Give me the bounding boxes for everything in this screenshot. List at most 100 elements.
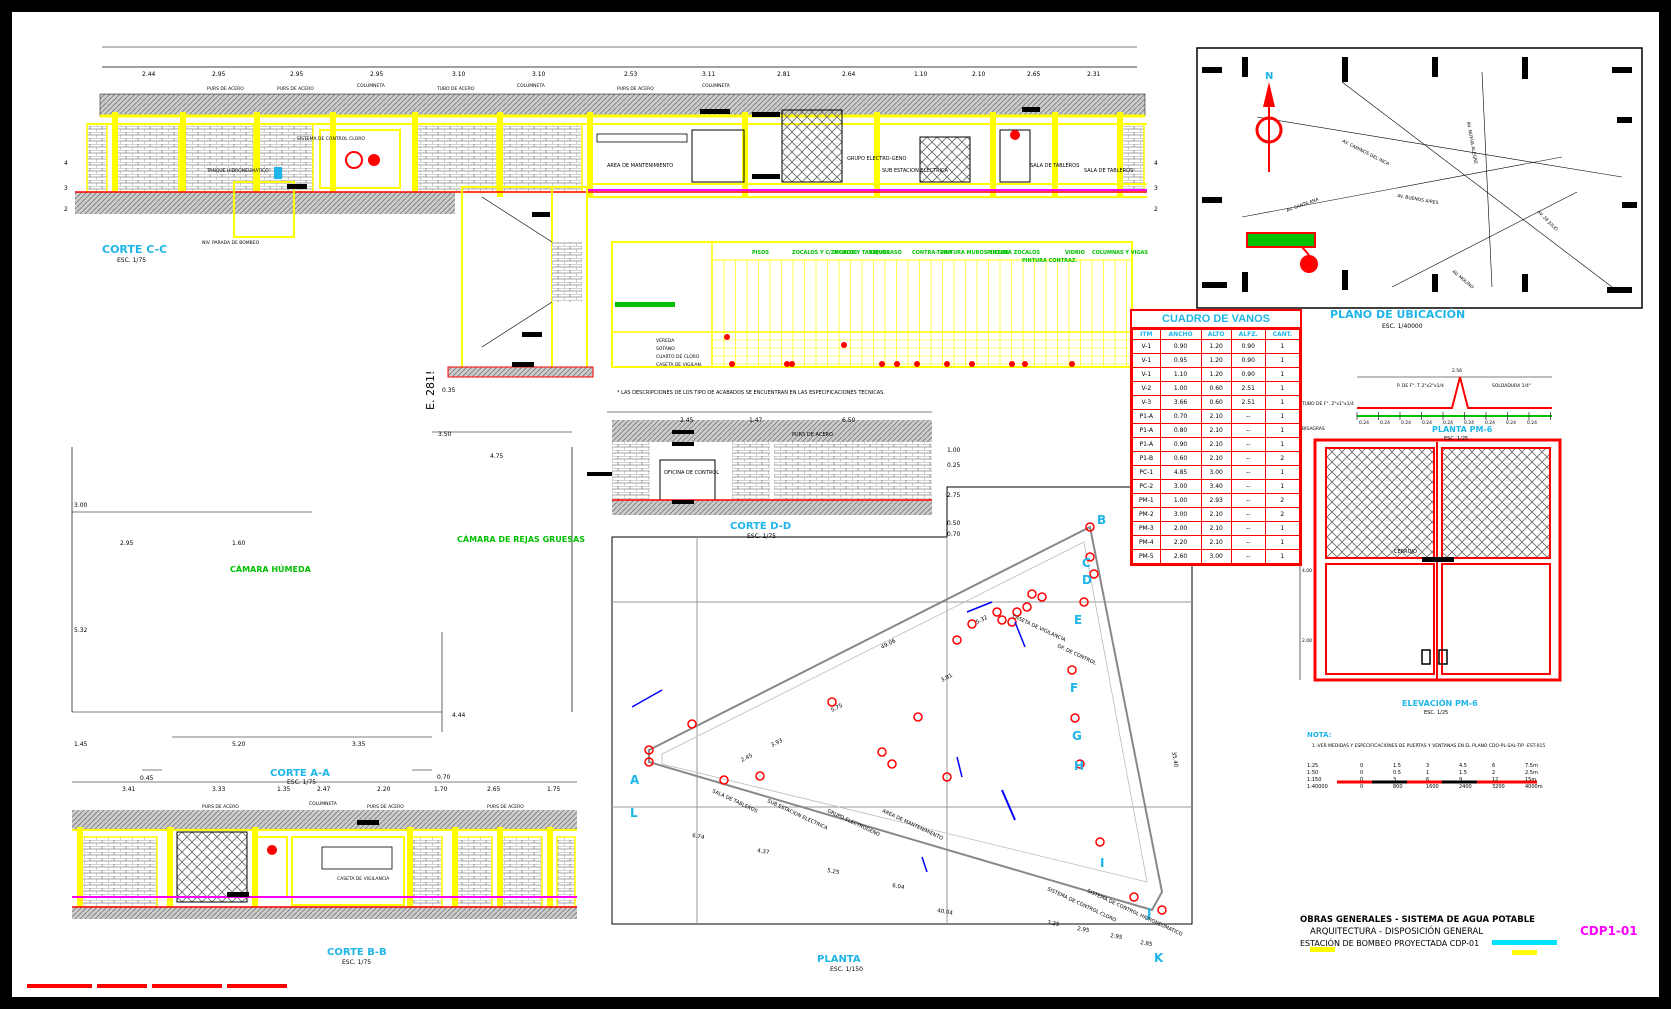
map-block <box>1522 274 1528 292</box>
acabados-rows: VEREDA SOTANO CUARTO DE CLORO CASETA DE … <box>656 338 702 368</box>
vanos-cell: 2.93 <box>1200 493 1232 508</box>
svg-text:0.24: 0.24 <box>1485 420 1495 426</box>
svg-text:PINTURA MUROS CIELOS: PINTURA MUROS CIELOS <box>940 250 1009 256</box>
vanos-cell: -- <box>1230 479 1266 494</box>
scale-cell: 1600 <box>1426 784 1439 790</box>
svg-text:2.95: 2.95 <box>1110 933 1124 941</box>
scale-cell: 1:40000 <box>1307 784 1328 790</box>
svg-text:AV. 28 JULIO: AV. 28 JULIO <box>1536 209 1560 233</box>
finish-dot <box>789 361 795 367</box>
map-block <box>1617 117 1632 123</box>
svg-text:4.44: 4.44 <box>452 712 466 719</box>
vanos-cell: -- <box>1230 423 1266 438</box>
svg-text:SALA DE TABLEROS: SALA DE TABLEROS <box>1030 163 1079 169</box>
vanos-cell: V-3 <box>1132 395 1161 410</box>
corte-dd-note-oficina: OFICINA DE CONTROL <box>664 470 719 476</box>
svg-text:6.74: 6.74 <box>692 833 706 841</box>
svg-text:OF. DE CONTROL: OF. DE CONTROL <box>1056 643 1097 666</box>
scale-cell: 1:25 <box>1307 763 1318 769</box>
vanos-cell: P1-A <box>1132 437 1161 452</box>
scale-cell: 0 <box>1360 784 1363 790</box>
svg-text:P. DE F°. T 2"x2"x1/4: P. DE F°. T 2"x2"x1/4 <box>1397 383 1444 389</box>
survey-point <box>1085 552 1095 562</box>
column <box>412 112 418 197</box>
scale-cell: 6 <box>1426 777 1429 783</box>
finish-dot <box>841 342 847 348</box>
survey-point <box>992 607 1002 617</box>
svg-text:CASETA DE VIGILANCIA: CASETA DE VIGILANCIA <box>337 876 390 882</box>
scale-cell: 9 <box>1459 777 1462 783</box>
vanos-cell: -- <box>1230 549 1266 564</box>
svg-text:F: F <box>1070 681 1078 695</box>
column <box>330 112 336 197</box>
vanos-cell: 3.00 <box>1159 479 1202 494</box>
elevacion-pm6-scale: ESC. 1/25 <box>1424 710 1448 716</box>
svg-text:2.85: 2.85 <box>1140 940 1154 948</box>
vanos-cell: -- <box>1230 409 1266 424</box>
svg-text:GRUPO ELECTRO-GENO: GRUPO ELECTRO-GENO <box>847 156 907 162</box>
level-mark: 4 <box>1154 160 1158 167</box>
svg-text:L: L <box>630 806 638 820</box>
svg-text:2.95: 2.95 <box>1077 926 1091 934</box>
vanos-cell: 1 <box>1264 479 1301 494</box>
svg-text:3.35: 3.35 <box>1047 920 1061 928</box>
vanos-cell: 1.20 <box>1200 367 1232 382</box>
svg-text:4.37: 4.37 <box>757 848 771 856</box>
svg-text:BISAGRAS: BISAGRAS <box>1302 426 1325 432</box>
svg-text:PURS DE ACERO: PURS DE ACERO <box>202 804 239 810</box>
survey-point <box>1089 569 1099 579</box>
level-mark: 3 <box>64 185 68 192</box>
svg-text:SALA DE TABLEROS: SALA DE TABLEROS <box>1084 168 1133 174</box>
svg-text:5.25: 5.25 <box>827 868 841 876</box>
svg-text:COLUMNETA: COLUMNETA <box>309 801 338 807</box>
svg-text:2.00: 2.00 <box>1302 638 1312 644</box>
vanos-cell: 2.51 <box>1230 395 1266 410</box>
map-block <box>1432 57 1438 77</box>
column <box>407 827 413 907</box>
brick-wall <box>1121 123 1145 193</box>
vanos-cell: 3.00 <box>1200 465 1232 480</box>
vanos-cell: 0.60 <box>1200 381 1232 396</box>
corte-dd-note-purs: PURS DE ACERO <box>792 432 833 438</box>
svg-text:1.60: 1.60 <box>232 540 246 547</box>
north-arrow-label: N <box>1265 71 1273 82</box>
finish-dot <box>784 361 790 367</box>
survey-point <box>719 775 729 785</box>
svg-text:0.25: 0.25 <box>947 462 961 469</box>
svg-text:2.20: 2.20 <box>377 786 391 793</box>
survey-point <box>887 759 897 769</box>
survey-point <box>1129 892 1139 902</box>
scale-cell: 3 <box>1393 777 1396 783</box>
vanos-cell: 2.00 <box>1159 521 1202 536</box>
svg-text:2.31: 2.31 <box>1087 71 1101 78</box>
svg-text:AREA DE MANTENIMIENTO: AREA DE MANTENIMIENTO <box>881 808 944 841</box>
svg-text:2.65: 2.65 <box>1027 71 1041 78</box>
svg-text:0.70: 0.70 <box>437 774 451 781</box>
acabados-note: * LAS DESCRIPCIONES DE LOS TIPO DE ACABA… <box>617 390 885 396</box>
scale-cell: 1:150 <box>1307 777 1321 783</box>
vanos-cell: 3.40 <box>1200 479 1232 494</box>
svg-text:0.35: 0.35 <box>442 387 456 394</box>
column <box>874 112 880 197</box>
svg-text:TUBO DE ACERO: TUBO DE ACERO <box>436 86 475 92</box>
svg-text:1.45: 1.45 <box>74 741 88 748</box>
svg-text:GRUPO ELECTROGENO: GRUPO ELECTROGENO <box>826 808 881 838</box>
finish-dot <box>1009 361 1015 367</box>
vanos-cell: 1 <box>1264 381 1301 396</box>
planta-pm6-dims: 0.24 0.24 0.24 0.24 0.24 0.24 0.24 0.24 … <box>1359 420 1537 426</box>
svg-text:5.32: 5.32 <box>74 627 88 634</box>
map-block <box>1242 272 1248 292</box>
vanos-cell: 1 <box>1264 549 1301 564</box>
acabados-table <box>611 241 1133 368</box>
vanos-cell: 0.90 <box>1230 367 1266 382</box>
map-block <box>1202 197 1222 203</box>
vanos-cell: 1.10 <box>1159 367 1202 382</box>
corte-bb-scale: ESC. 1/75 <box>342 959 371 966</box>
vanos-cell: 0.80 <box>1159 423 1202 438</box>
